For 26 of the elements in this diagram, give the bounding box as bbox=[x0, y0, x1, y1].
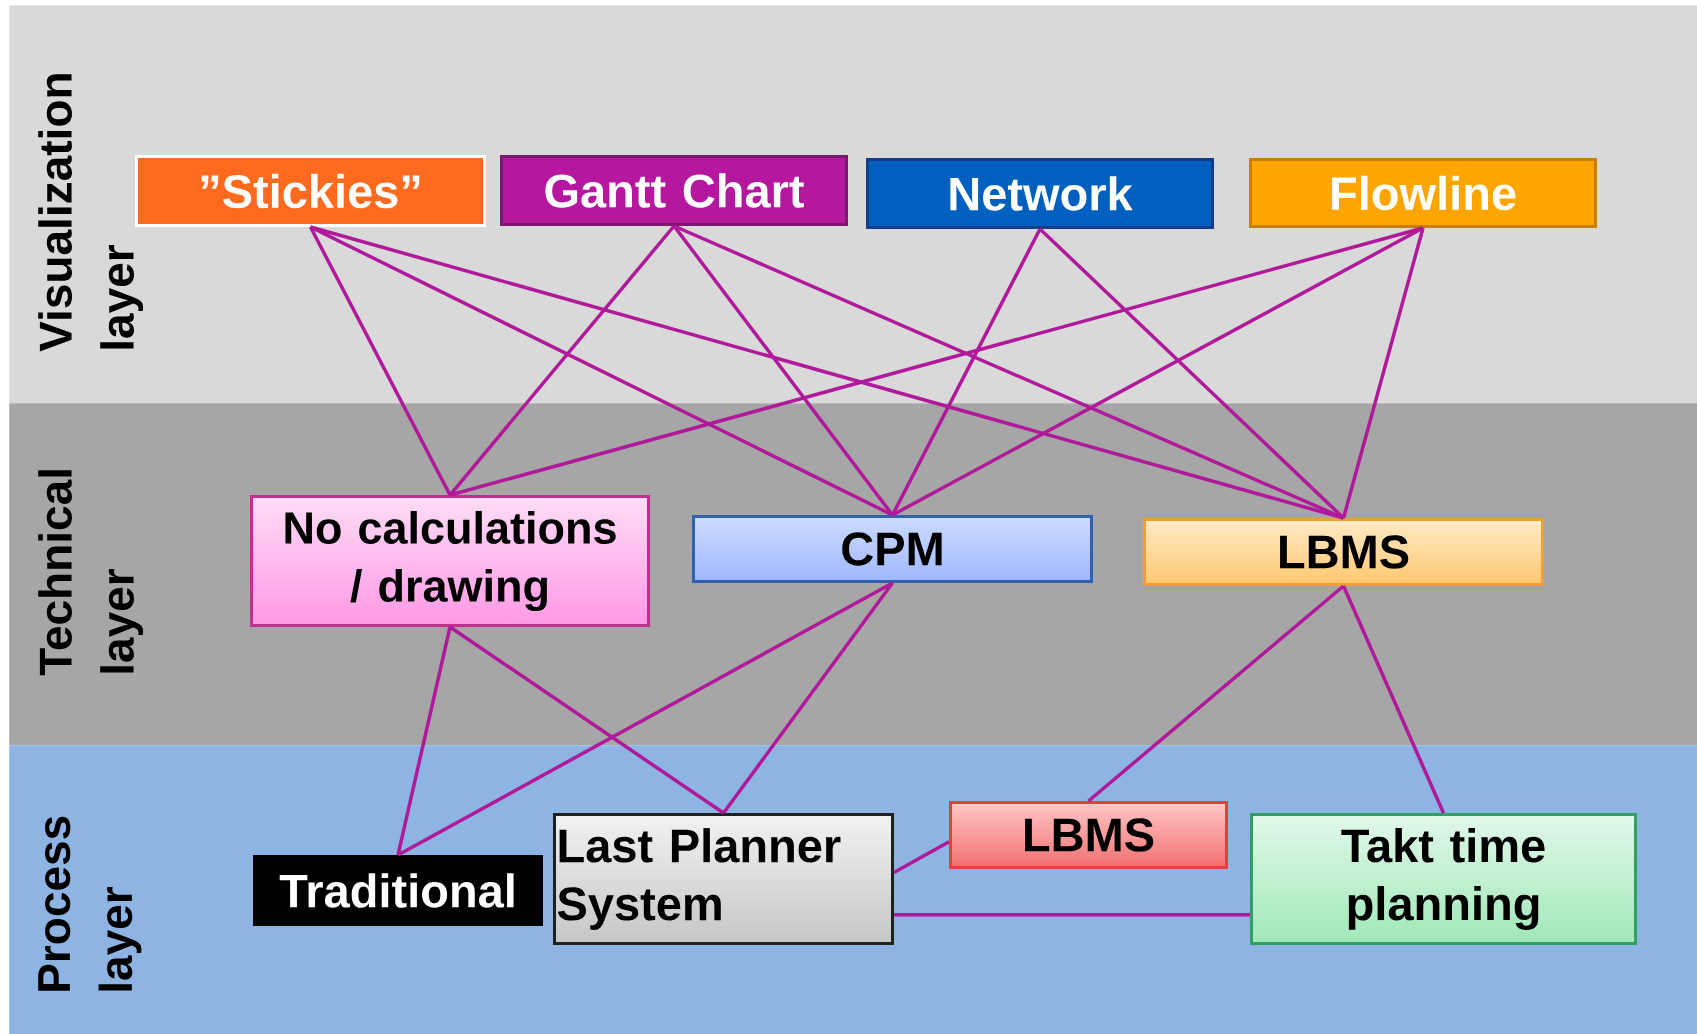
method-box: Traditional bbox=[253, 855, 543, 926]
connector-line bbox=[1038, 227, 1345, 520]
connector-line bbox=[310, 225, 1344, 520]
connector-line bbox=[891, 226, 1424, 517]
connector-line bbox=[396, 626, 452, 856]
method-box: Last Planner System bbox=[553, 813, 894, 945]
connector-line bbox=[308, 226, 452, 496]
method-box: LBMS bbox=[949, 801, 1228, 869]
method-box: Network bbox=[866, 158, 1214, 229]
connector-line bbox=[1341, 227, 1425, 519]
connector-line bbox=[449, 226, 1424, 497]
connector-line bbox=[1087, 584, 1345, 803]
connector-line bbox=[722, 581, 894, 815]
method-box: LBMS bbox=[1143, 518, 1544, 586]
connector-line bbox=[1341, 585, 1446, 814]
connector-line bbox=[894, 912, 1250, 917]
connector-line bbox=[449, 625, 725, 815]
connector-line bbox=[890, 228, 1042, 516]
method-box: Takt time planning bbox=[1250, 813, 1637, 945]
method-box: CPM bbox=[692, 515, 1093, 583]
method-box: ”Stickies” bbox=[135, 155, 486, 227]
method-box: No calculations / drawing bbox=[250, 495, 650, 627]
connector-line bbox=[397, 581, 894, 857]
method-box: Flowline bbox=[1249, 158, 1597, 228]
connector-line bbox=[893, 840, 950, 874]
method-box: Gantt Chart bbox=[500, 155, 848, 226]
